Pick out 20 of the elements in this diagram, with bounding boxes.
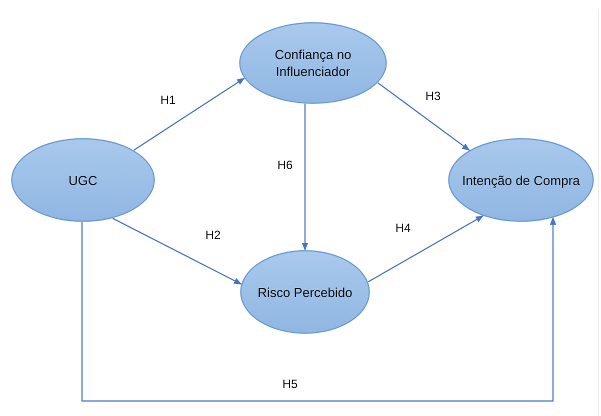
edge-label: H1: [159, 93, 177, 107]
edge-label: H5: [281, 377, 299, 391]
construct-ellipse: [448, 138, 594, 222]
edge-label: H4: [394, 221, 412, 235]
arrow: [112, 218, 242, 285]
arrow: [377, 82, 470, 151]
node-label: Risco Percebido: [258, 284, 352, 300]
edge-label: H3: [424, 89, 442, 103]
arrow: [368, 215, 484, 282]
construct-ellipse: [239, 22, 387, 104]
arrow: [133, 78, 245, 151]
node-label: Confiança no Influenciador: [274, 46, 352, 80]
construct-ellipse: [11, 138, 155, 222]
construct-ellipse: [240, 250, 370, 334]
arrow: [302, 104, 308, 251]
edge-label: H2: [204, 228, 222, 242]
edge-label: H6: [276, 158, 294, 172]
node-label: Intenção de Compra: [462, 172, 580, 188]
node-label: UGC: [68, 172, 98, 188]
arrow: [81, 216, 556, 402]
